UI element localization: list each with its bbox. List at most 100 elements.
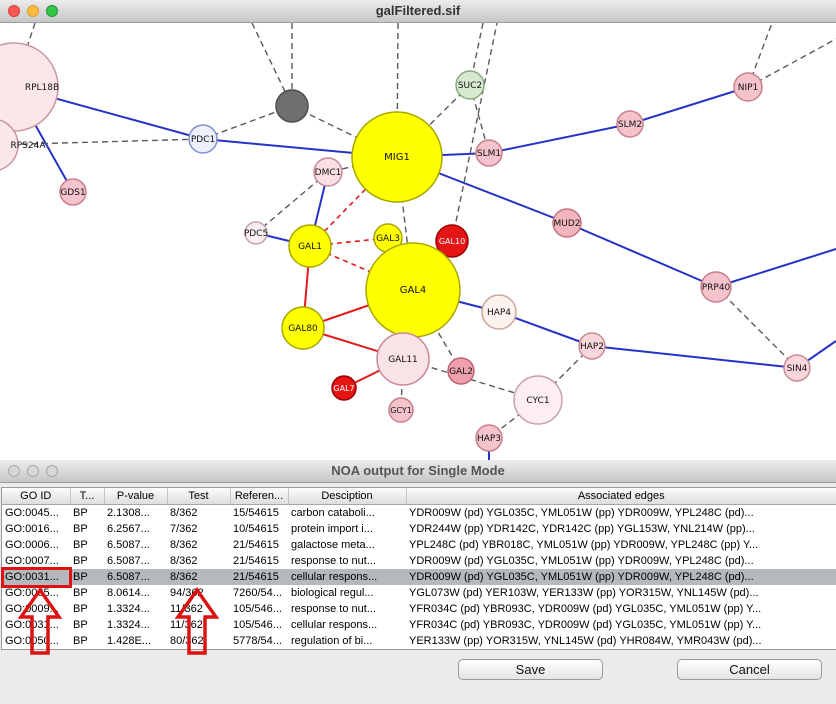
node-circle-sin4[interactable]: [783, 354, 811, 382]
node-circle-nip1[interactable]: [733, 72, 763, 102]
noa-window-title: NOA output for Single Mode: [331, 463, 505, 478]
node-circle-pdc1[interactable]: [188, 124, 218, 154]
node-mig1: MIG1: [351, 111, 443, 203]
node-label-prp40: PRP40: [702, 283, 731, 293]
node-circle-dmc1[interactable]: [313, 157, 343, 187]
node-circle-slm2[interactable]: [616, 110, 644, 138]
node-label-gal1: GAL1: [298, 242, 322, 252]
node-circle-rps24a[interactable]: [0, 119, 19, 171]
edge-prp40-ext[interactable]: [715, 248, 836, 288]
node-label-gcy1: GCY1: [390, 406, 412, 415]
cell-r2-c0: GO:0006...: [5, 539, 59, 551]
column-header-4[interactable]: Referen...: [230, 488, 289, 505]
edge-mud2-prp40[interactable]: [566, 222, 717, 288]
node-circle-slm1[interactable]: [475, 139, 503, 167]
edge-dmc1-pdc5[interactable]: [255, 171, 329, 234]
node-rpl18b: RPL18B: [0, 42, 59, 132]
zoom-button[interactable]: [46, 5, 58, 17]
node-circle-pdc5[interactable]: [244, 221, 268, 245]
cancel-button[interactable]: Cancel: [677, 659, 822, 680]
node-circle-gray1[interactable]: [275, 89, 309, 123]
node-gray1: [275, 89, 309, 123]
minimize-button[interactable]: [27, 5, 39, 17]
edge-pdc1-gray1[interactable]: [202, 105, 293, 140]
node-circle-gal11[interactable]: [376, 332, 430, 386]
node-circle-gds1[interactable]: [59, 178, 87, 206]
node-circle-hap2[interactable]: [578, 332, 606, 360]
cell-r7-c1: BP: [73, 619, 88, 631]
cell-r3-c2: 6.5087...: [107, 555, 150, 567]
node-circle-cyc1[interactable]: [513, 375, 563, 425]
node-circle-mig1[interactable]: [351, 111, 443, 203]
node-circle-suc2[interactable]: [455, 70, 485, 100]
node-circle-gal1[interactable]: [288, 224, 332, 268]
edge-prp40-sin4[interactable]: [715, 286, 798, 369]
edge-rps24a-pdc1[interactable]: [0, 138, 204, 146]
save-button[interactable]: Save: [458, 659, 603, 680]
node-gal2: GAL2: [447, 357, 475, 385]
network-window-titlebar[interactable]: galFiltered.sif: [0, 0, 836, 23]
node-label-gal11: GAL11: [388, 355, 418, 365]
cell-r1-c2: 6.2567...: [107, 523, 150, 535]
network-canvas[interactable]: RPL18BRPS24AGDS1PDC1DMC1MIG1SUC2SLM1SLM2…: [0, 23, 836, 461]
edge-ext-gray1[interactable]: [251, 23, 293, 107]
column-header-1[interactable]: T...: [70, 488, 105, 505]
cell-r2-c2: 6.5087...: [107, 539, 150, 551]
cell-r8-c3: 80/362: [170, 635, 204, 647]
close-button-inactive[interactable]: [8, 465, 20, 477]
cell-r5-c6: YGL073W (pd) YER103W, YER133W (pp) YOR31…: [409, 587, 759, 599]
edge-hap2-sin4[interactable]: [591, 345, 798, 369]
cell-r1-c5: protein import i...: [291, 523, 373, 535]
node-circle-mud2[interactable]: [552, 208, 582, 238]
column-header-3[interactable]: Test: [167, 488, 231, 505]
node-circle-gal2[interactable]: [447, 357, 475, 385]
cell-r2-c3: 8/362: [170, 539, 198, 551]
node-hap4: HAP4: [481, 294, 517, 330]
node-slm1: SLM1: [475, 139, 503, 167]
edge-gal10-ext[interactable]: [451, 23, 498, 242]
cell-r5-c2: 8.0614...: [107, 587, 150, 599]
node-circle-gcy1[interactable]: [388, 397, 414, 423]
node-suc2: SUC2: [455, 70, 485, 100]
node-circle-gal10[interactable]: [435, 224, 469, 258]
edge-nip1-ext[interactable]: [747, 38, 836, 88]
node-circle-hap4[interactable]: [481, 294, 517, 330]
edge-slm1-slm2[interactable]: [488, 123, 631, 154]
minimize-button-inactive[interactable]: [27, 465, 39, 477]
node-circle-hap3[interactable]: [475, 424, 503, 452]
column-header-2[interactable]: P-value: [104, 488, 168, 505]
cell-r0-c2: 2.1308...: [107, 507, 150, 519]
node-gal7: GAL7: [331, 375, 357, 401]
cell-r6-c6: YFR034C (pd) YBR093C, YDR009W (pd) YGL03…: [409, 603, 762, 615]
cell-r4-c0: GO:0031...: [2, 569, 70, 585]
cell-r0-c4: 15/54615: [233, 507, 279, 519]
cell-r8-c5: regulation of bi...: [291, 635, 373, 647]
cell-r6-c0: GO:0009...: [5, 603, 59, 615]
zoom-button-inactive[interactable]: [46, 465, 58, 477]
node-circle-gal80[interactable]: [281, 306, 325, 350]
close-button[interactable]: [8, 5, 20, 17]
node-circle-prp40[interactable]: [700, 271, 732, 303]
column-header-0[interactable]: GO ID: [2, 488, 71, 505]
column-header-5[interactable]: Desciption: [288, 488, 407, 505]
cell-r2-c1: BP: [73, 539, 88, 551]
node-label-gal2: GAL2: [449, 367, 473, 377]
node-label-suc2: SUC2: [458, 81, 482, 91]
node-circle-gal7[interactable]: [331, 375, 357, 401]
column-header-6[interactable]: Associated edges: [406, 488, 836, 505]
node-rps24a: RPS24A: [0, 119, 46, 171]
noa-window-titlebar[interactable]: NOA output for Single Mode: [0, 460, 836, 483]
node-label-rpl18b: RPL18B: [25, 83, 59, 93]
edge-slm2-nip1[interactable]: [629, 86, 749, 125]
